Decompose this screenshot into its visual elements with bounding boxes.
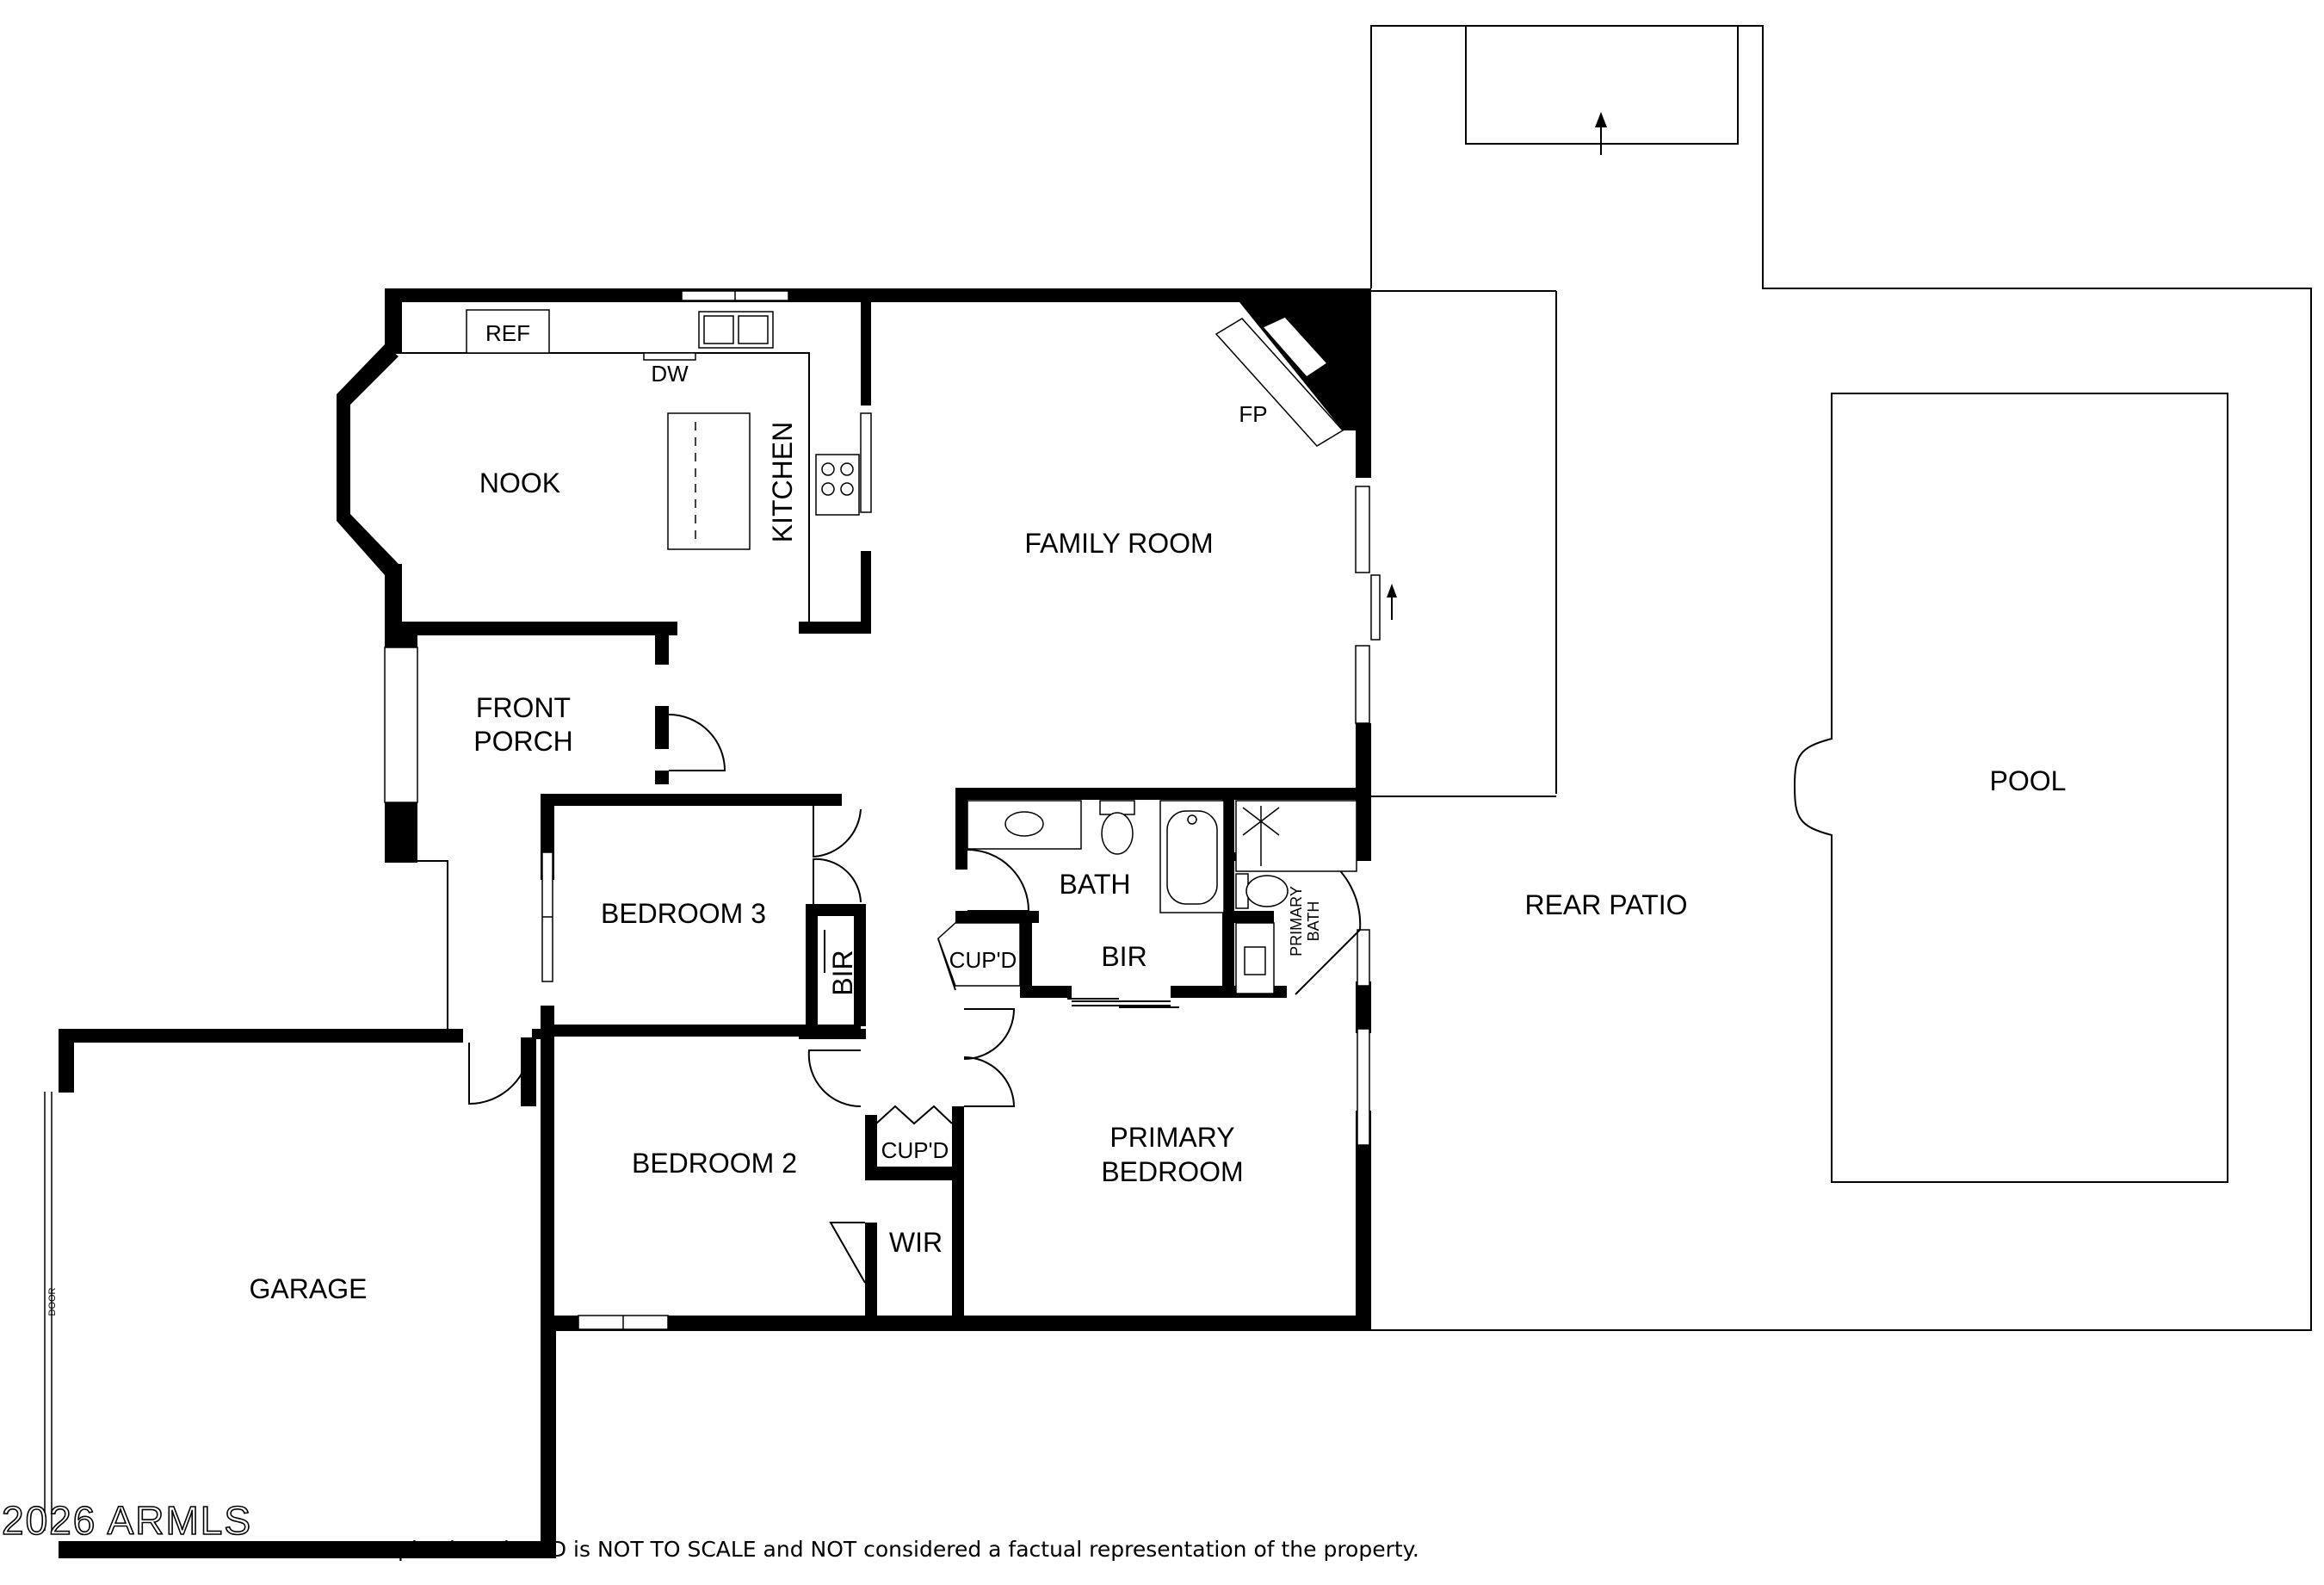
nook-label: NOOK [479, 467, 560, 498]
cooktop-icon [815, 454, 860, 516]
bathtub-icon [1159, 800, 1225, 913]
pool-label: POOL [1990, 765, 2067, 796]
disclaimer-text: ocupix FloorPlan2D is NOT TO SCALE and N… [359, 1537, 1419, 1562]
shower-icon [1235, 800, 1357, 872]
bedroom2-label: BEDROOM 2 [632, 1148, 797, 1179]
garage-label: GARAGE [250, 1273, 368, 1304]
primary-bedroom-label-2: BEDROOM [1101, 1156, 1243, 1187]
garage-door-label: DOOR [47, 1287, 58, 1316]
armls-watermark: 2026 ARMLS [2, 1498, 252, 1543]
arrow-up-icon [1387, 584, 1397, 620]
cupd-lower-label: CUP'D [881, 1137, 949, 1163]
primary-bath-label-1: PRIMARY [1288, 886, 1305, 957]
front-porch-label-2: PORCH [473, 726, 573, 757]
family-room-label: FAMILY ROOM [1024, 528, 1213, 559]
walls [59, 288, 1371, 1558]
bir-bedroom3-label: BIR [827, 950, 858, 995]
toilet-icon [1235, 873, 1289, 909]
ref-label: REF [485, 320, 530, 346]
primary-bath-label-2: BATH [1305, 901, 1322, 942]
bath-label: BATH [1060, 869, 1131, 900]
front-porch-label-1: FRONT [476, 692, 571, 723]
fp-label: FP [1239, 401, 1267, 427]
bedroom3-label: BEDROOM 3 [601, 898, 766, 929]
fixtures [402, 309, 1397, 1025]
pool [1793, 393, 2228, 1183]
room-labels: REF DW NOOK KITCHEN FAMILY ROOM FP FRONT… [47, 320, 2066, 1316]
sink-icon [698, 311, 774, 349]
dw-label: DW [651, 361, 689, 387]
windows [384, 290, 1381, 1330]
primary-bedroom-label-1: PRIMARY [1109, 1122, 1234, 1153]
toilet-icon [1099, 800, 1135, 855]
kitchen-label: KITCHEN [767, 422, 798, 542]
rear-patio-label: REAR PATIO [1524, 889, 1687, 920]
bir-hall-label: BIR [1101, 941, 1147, 972]
arrow-up-icon [1595, 112, 1607, 155]
wir-label: WIR [889, 1227, 943, 1258]
cupd-hall-label: CUP'D [949, 947, 1017, 973]
